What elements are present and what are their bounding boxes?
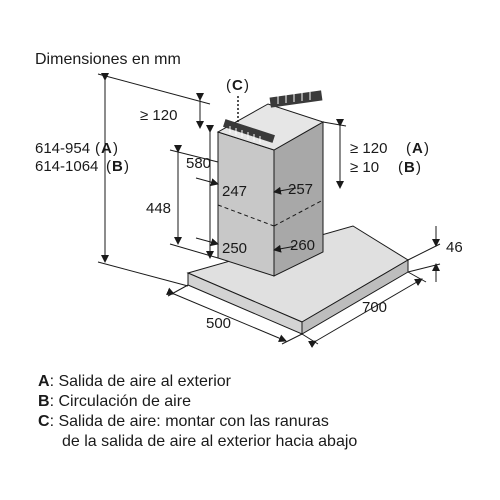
legend-text: Salida de aire: montar con las ranuras — [58, 413, 329, 430]
bottom-depth-label: 260 — [290, 237, 315, 254]
chimney-height-dimensions — [169, 125, 219, 259]
legend-item-a: A: Salida de aire al exterior — [38, 373, 231, 390]
depth-label: 700 — [362, 299, 387, 316]
width-dimension — [165, 284, 303, 345]
legend-item-c-continuation: de la salida de aire al exterior hacia a… — [62, 432, 357, 452]
top-gap-label: ≥ 120 — [140, 107, 177, 124]
height-line2-key: B — [112, 158, 123, 175]
vent-slots — [223, 90, 323, 143]
height-dimension — [97, 73, 211, 287]
legend-key: A — [38, 373, 50, 390]
right-a-open: ( — [406, 140, 411, 157]
height-line1-open: ( — [95, 140, 100, 157]
top-section-dimensions — [195, 177, 297, 253]
legend-item-c: C: Salida de aire: montar con las ranura… — [38, 413, 329, 430]
chimney-580-label: 580 — [186, 155, 211, 172]
drawing-title: Dimensiones en mm — [35, 51, 181, 68]
top-depth-label: 257 — [288, 181, 313, 198]
legend-text: Circulación de aire — [58, 393, 191, 410]
right-b-key: B — [404, 159, 415, 176]
right-gap-dimension — [322, 119, 347, 189]
legend-key: C — [38, 413, 50, 430]
right-a-value: ≥ 120 — [350, 140, 387, 157]
vent-label-key: C — [232, 77, 243, 94]
height-line2-close: ) — [124, 158, 129, 175]
height-line1-value: 614-954 — [35, 140, 90, 157]
chimney — [216, 103, 325, 277]
vent-label-open: ( — [226, 77, 231, 94]
right-b-close: ) — [416, 159, 421, 176]
width-label: 500 — [206, 315, 231, 332]
chimney-448-label: 448 — [146, 200, 171, 217]
legend-text: Salida de aire al exterior — [58, 373, 231, 390]
depth-dimension — [301, 271, 427, 348]
height-line1-close: ) — [113, 140, 118, 157]
right-b-open: ( — [398, 159, 403, 176]
legend-key: B — [38, 393, 50, 410]
height-line2-open: ( — [106, 158, 111, 175]
legend-text: de la salida de aire al exterior hacia a… — [62, 433, 358, 450]
right-b-value: ≥ 10 — [350, 159, 379, 176]
height-line1-key: A — [101, 140, 112, 157]
vent-label-close: ) — [244, 77, 249, 94]
bottom-width-label: 250 — [222, 240, 247, 257]
right-a-key: A — [412, 140, 423, 157]
top-width-label: 247 — [222, 183, 247, 200]
right-a-close: ) — [424, 140, 429, 157]
thickness-dimension — [407, 226, 441, 282]
height-line2-value: 614-1064 — [35, 158, 98, 175]
legend-item-b: B: Circulación de aire — [38, 393, 191, 410]
thickness-label: 46 — [446, 239, 463, 256]
